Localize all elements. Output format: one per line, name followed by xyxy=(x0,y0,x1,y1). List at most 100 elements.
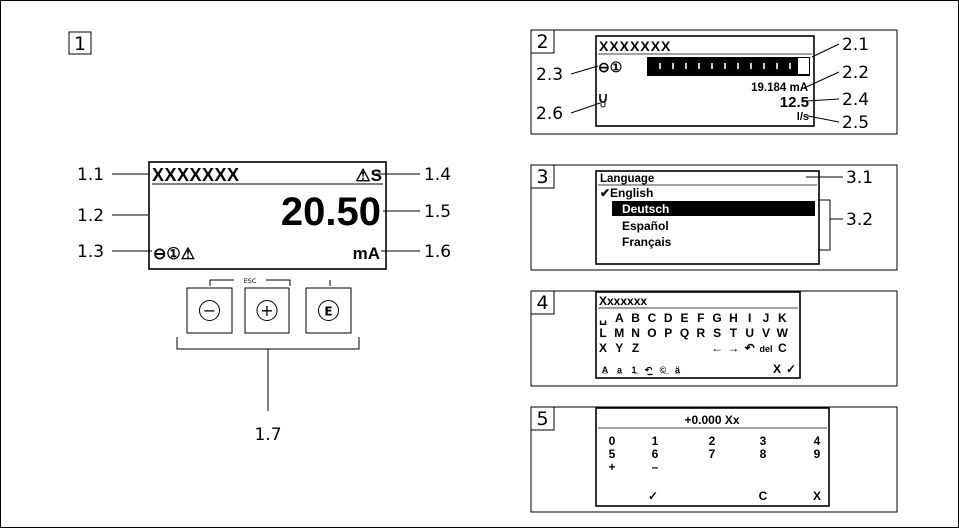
keyboard-key[interactable]: C xyxy=(778,341,787,355)
keyboard-key[interactable]: N xyxy=(631,326,640,340)
keyboard-key[interactable]: P xyxy=(664,326,672,340)
keyboard-key[interactable]: A xyxy=(615,311,624,325)
keyboard-mode-key[interactable]: A̲ xyxy=(602,365,609,375)
keyboard-key[interactable]: H xyxy=(729,311,738,325)
callout-1-4: 1.4 xyxy=(424,165,451,185)
keyboard-confirm[interactable]: ✓ xyxy=(786,362,796,376)
numpad-key[interactable]: 0 xyxy=(609,434,616,448)
panel-2-current: 19.184 mA xyxy=(751,82,808,94)
language-option-deutsch[interactable]: Deutsch xyxy=(622,202,669,216)
numpad-cancel[interactable]: X xyxy=(813,489,821,503)
enter-icon: E xyxy=(324,305,332,319)
language-option-francais[interactable]: Français xyxy=(622,235,672,249)
keyboard-key[interactable]: del xyxy=(759,344,772,354)
keyboard-key[interactable]: B xyxy=(631,311,640,325)
numpad-key[interactable]: 2 xyxy=(709,434,716,448)
callout-2-4: 2.4 xyxy=(842,90,869,110)
leader-2-3 xyxy=(570,65,599,75)
numpad-clear[interactable]: C xyxy=(759,489,768,503)
callout-1-2: 1.2 xyxy=(77,206,104,226)
panel-5-display xyxy=(595,407,830,507)
language-selection-highlight xyxy=(612,201,815,216)
keyboard-cancel[interactable]: X xyxy=(773,362,781,376)
panel-5-number: 5 xyxy=(536,408,548,430)
keyboard-mode-key[interactable]: ©̲ xyxy=(660,365,670,375)
callout-1-6: 1.6 xyxy=(424,242,451,262)
panel-1-value: 20.50 xyxy=(281,190,381,234)
esc-label: ESC xyxy=(244,277,257,285)
numpad-key[interactable]: 3 xyxy=(760,434,767,448)
panel-4-number-box xyxy=(530,290,555,315)
keyboard-key[interactable]: F xyxy=(697,311,704,325)
language-option-espanol[interactable]: Español xyxy=(622,219,669,233)
language-option-english[interactable]: ✔English xyxy=(600,186,653,200)
leader-2-5 xyxy=(807,115,840,123)
numpad-grid: 0 1 2 3 4 5 6 7 8 9 + – xyxy=(608,434,820,474)
keyboard-key[interactable]: W xyxy=(777,326,789,340)
numpad-key[interactable]: + xyxy=(608,460,615,474)
keyboard-key[interactable]: Z xyxy=(632,341,639,355)
panel-1-tag: XXXXXXX xyxy=(152,165,240,185)
keyboard-key[interactable]: Q xyxy=(680,326,689,340)
keyboard-key[interactable]: U xyxy=(745,326,754,340)
panel-4-number: 4 xyxy=(536,292,548,314)
keyboard-key[interactable]: I xyxy=(748,311,751,325)
numpad-key[interactable]: 5 xyxy=(609,447,616,461)
keyboard-mode-key[interactable]: 1̲ xyxy=(631,365,639,375)
callout-1-5: 1.5 xyxy=(424,202,451,222)
keyboard-mode-row: A̲ a̲ 1̲ ↶̲ ©̲ ä̲ xyxy=(602,365,681,376)
keyboard-key[interactable]: L xyxy=(599,326,606,340)
plus-key[interactable]: + xyxy=(244,287,290,334)
keyboard-key[interactable]: K xyxy=(778,311,787,325)
panel-2: 2 XXXXXXX ⊖① 19.184 mA 12.5 l/s 2.1 2.2 xyxy=(530,29,898,135)
panel-4-header: Xxxxxxx xyxy=(599,294,647,308)
panel-2-display xyxy=(595,35,815,127)
minus-icon: − xyxy=(203,301,216,320)
keyboard-key[interactable]: M xyxy=(614,326,624,340)
keyboard-key[interactable]: C xyxy=(648,311,657,325)
panel-1-number-box xyxy=(68,31,92,55)
keyboard-key[interactable]: Y xyxy=(615,341,623,355)
keyboard-key[interactable]: O xyxy=(647,326,656,340)
keyboard-mode-key[interactable]: ä̲ xyxy=(674,365,681,375)
numpad-confirm[interactable]: ✓ xyxy=(648,489,658,503)
keyboard-key[interactable]: R xyxy=(696,326,705,340)
plus-icon: + xyxy=(260,301,273,320)
keyboard-key[interactable]: ␣ xyxy=(599,311,607,325)
keyboard-mode-key[interactable]: ↶̲ xyxy=(644,365,654,376)
keyboard-mode-key[interactable]: a̲ xyxy=(616,365,623,375)
keyboard-key[interactable]: V xyxy=(762,326,770,340)
numpad-key[interactable]: – xyxy=(652,460,659,474)
panel-3-number-box xyxy=(530,164,555,189)
numpad-key[interactable]: 6 xyxy=(652,447,659,461)
numpad-key[interactable]: 4 xyxy=(814,434,821,448)
numpad-key[interactable]: 7 xyxy=(709,447,716,461)
numpad-key[interactable]: 9 xyxy=(814,447,821,461)
panel-3-display xyxy=(595,170,820,265)
panel-2-unit: l/s xyxy=(797,111,809,123)
leader-2-6 xyxy=(570,102,601,114)
keyboard-key[interactable]: E xyxy=(680,311,688,325)
keyboard-key[interactable]: T xyxy=(730,326,738,340)
numpad-key[interactable]: 1 xyxy=(652,434,659,448)
lock-icon xyxy=(599,94,607,108)
esc-bracket-right xyxy=(266,279,291,286)
panel-2-number: 2 xyxy=(536,31,548,53)
panel-3: 3 Language ✔English Deutsch Español Fran… xyxy=(530,164,898,271)
callout-2-6: 2.6 xyxy=(536,104,563,124)
keyboard-key[interactable]: D xyxy=(664,311,673,325)
leader-2-2 xyxy=(803,71,840,89)
keyboard-key[interactable]: ← xyxy=(711,341,723,355)
minus-key[interactable]: − xyxy=(186,287,233,334)
enter-key[interactable]: E xyxy=(305,287,352,334)
keyboard-key[interactable]: ↶ xyxy=(744,341,755,355)
keyboard-key[interactable]: G xyxy=(712,311,721,325)
keyboard-key[interactable]: → xyxy=(727,341,739,355)
panel-1-number: 1 xyxy=(74,33,86,55)
bargraph-end xyxy=(798,58,809,74)
keyboard-key[interactable]: S xyxy=(713,326,721,340)
numpad-key[interactable]: 8 xyxy=(760,447,767,461)
keyboard-key[interactable]: X xyxy=(599,341,607,355)
keyboard-key[interactable]: J xyxy=(763,311,770,325)
